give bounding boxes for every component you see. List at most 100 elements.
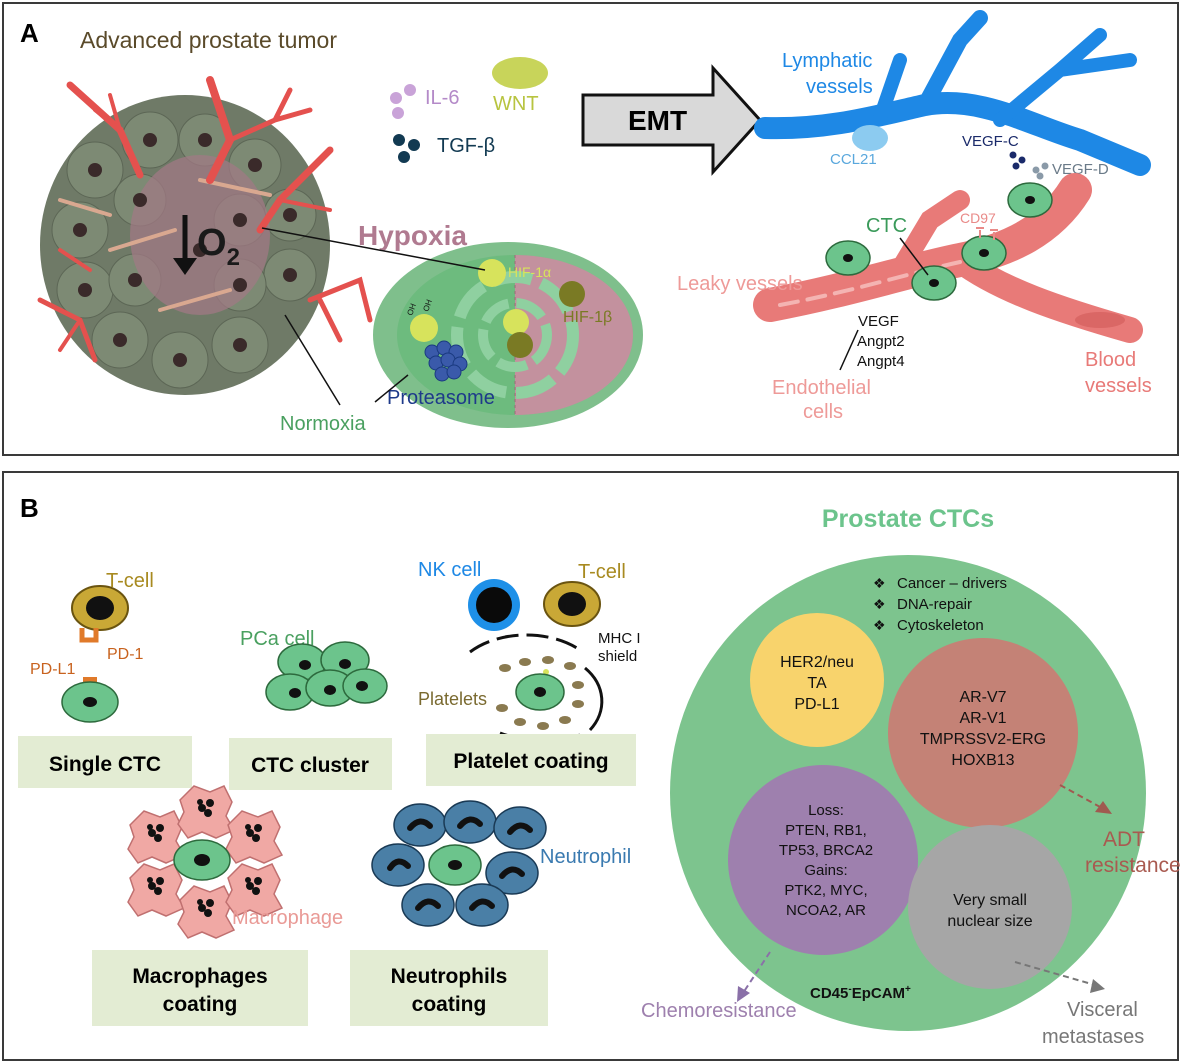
bullet-glyph-1: ❖ [873, 575, 886, 591]
ctc-label: CTC [866, 215, 907, 237]
visceral-label-1: Visceral [1067, 999, 1138, 1021]
angpt2-label: Angpt2 [857, 333, 905, 350]
oh-label-2: OH [421, 298, 434, 313]
platelet-coating-label: Platelet coating [453, 750, 608, 773]
hypoxia-pointer [261, 227, 486, 271]
normoxia-pointer-2 [374, 374, 409, 403]
purple-text-2: PTEN, RB1, [785, 822, 867, 839]
yellow-text-1: HER2/neu [780, 654, 854, 671]
chemo-arrow-head [737, 986, 750, 1002]
platelet-cells [496, 656, 584, 730]
hif1b-label: HIF-1β [563, 309, 612, 326]
il6-dots [390, 84, 416, 119]
hif1a-label: HIF-1α [508, 264, 551, 280]
normoxia-label: Normoxia [280, 413, 366, 435]
adt-label-1: ADT [1103, 828, 1145, 851]
prostate-ctcs-title: Prostate CTCs [822, 505, 994, 533]
oh-label-1: OH [405, 302, 418, 317]
emt-label: EMT [628, 105, 687, 136]
macrophage-label: Macrophage [232, 907, 343, 929]
purple-circle [728, 765, 918, 955]
vegfd-dots [1032, 162, 1049, 180]
red-text-2: AR-V1 [959, 710, 1006, 727]
vegfc-label: VEGF-C [962, 133, 1019, 150]
endothelial-patch [1075, 312, 1125, 328]
neutrophil-label: Neutrophil [540, 846, 631, 868]
ctc-cluster-label: CTC cluster [251, 754, 369, 777]
single-ctc-box [18, 736, 192, 788]
bullet-1: Cancer – drivers [897, 575, 1007, 592]
yellow-circle [750, 613, 884, 747]
red-text-3: TMPRSSV2-ERG [920, 731, 1046, 748]
macrophages-coating-label-2: coating [163, 993, 238, 1016]
vegfd-label: VEGF-D [1052, 161, 1109, 178]
pdl1-label: PD-L1 [30, 661, 75, 678]
ccl21-label: CCL21 [830, 151, 877, 168]
visceral-arrow-head [1090, 979, 1105, 993]
neutrophils-coating-box [350, 950, 548, 1026]
visceral-label-2: metastases [1042, 1026, 1144, 1048]
o2-label: O2 [197, 222, 240, 271]
blood-label-1: Blood [1085, 349, 1136, 371]
proteasome-label: Proteasome [387, 387, 495, 409]
hypoxia-label: Hypoxia [358, 220, 467, 251]
mhc-label-2: shield [598, 648, 637, 665]
mhc-shield-arc-2 [584, 666, 604, 732]
angpt4-label: Angpt4 [857, 353, 905, 370]
platelet-tcell-nucleus [558, 592, 586, 616]
pd1-receptor [79, 628, 99, 643]
panel-b-label: B [20, 493, 39, 523]
vegf-label: VEGF [858, 313, 899, 330]
neutrophil-ctc-nucleus [448, 860, 462, 870]
ctc-cluster-nuclei [289, 659, 368, 698]
vessel-ctcs [825, 182, 1053, 301]
nk-cell-nucleus [476, 587, 512, 623]
red-circle [888, 638, 1078, 828]
neutrophil-nuclei [387, 816, 533, 911]
single-tcell-nucleus [86, 596, 114, 620]
yellow-text-3: PD-L1 [794, 696, 839, 713]
emt-arrow [581, 64, 763, 176]
purple-text-1: Loss: [808, 802, 844, 819]
adt-arrow [1059, 784, 1103, 809]
normoxia-pointer-1 [284, 314, 341, 406]
cd97-icons [976, 227, 998, 240]
blood-label-2: vessels [1085, 375, 1152, 397]
gray-circle [908, 825, 1072, 989]
gray-text-1: Very small [953, 892, 1027, 909]
tgfb-dots [393, 134, 420, 163]
chemo-label: Chemoresistance [641, 1000, 797, 1022]
single-ctc-nucleus [83, 697, 97, 707]
endothelial-label-1: Endothelial [772, 377, 871, 399]
macrophages-coating-label-1: Macrophages [132, 965, 267, 988]
macrophage-nuclei [147, 799, 262, 917]
gray-text-2: nuclear size [947, 913, 1032, 930]
red-text-4: HOXB13 [951, 752, 1014, 769]
bullet-3: Cytoskeleton [897, 617, 984, 634]
bullet-glyph-3: ❖ [873, 617, 886, 633]
leaky-label: Leaky vessels [677, 273, 803, 295]
tcell-label-1: T-cell [106, 570, 154, 592]
ctc-pointer [899, 237, 929, 276]
adt-label-2: resistance [1085, 854, 1181, 877]
bullet-glyph-2: ❖ [873, 596, 886, 612]
platelet-ctc-nucleus [534, 687, 546, 697]
mhc-shield-arc-1 [469, 633, 581, 654]
growth-factors-pointer [839, 329, 859, 371]
nk-label: NK cell [418, 559, 481, 581]
cd97-label: CD97 [960, 210, 996, 226]
neutrophils-coating-label-2: coating [412, 993, 487, 1016]
purple-text-5: PTK2, MYC, [784, 882, 867, 899]
purple-text-4: Gains: [804, 862, 847, 879]
pdl1-ligand [83, 677, 97, 683]
visceral-arrow [1014, 961, 1096, 986]
panel-a-label: A [20, 18, 39, 48]
macrophage-cells [127, 785, 284, 939]
purple-text-6: NCOA2, AR [786, 902, 866, 919]
platelets-label: Platelets [418, 689, 487, 709]
tcell-label-2: T-cell [578, 561, 626, 583]
pd1-label: PD-1 [107, 646, 144, 663]
bullet-2: DNA-repair [897, 596, 972, 613]
tgfb-label: TGF-β [437, 135, 495, 157]
vegfc-dots [1009, 151, 1026, 170]
